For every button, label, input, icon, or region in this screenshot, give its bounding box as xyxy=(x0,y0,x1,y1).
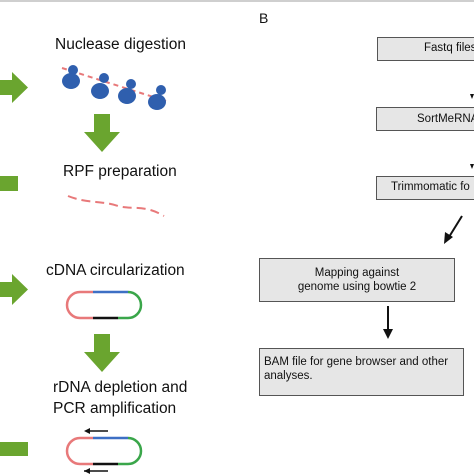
top-border xyxy=(0,0,474,2)
flow-arrow-trimmomatic-to-mapping xyxy=(444,215,463,244)
step-pcr-amplification: PCR amplification xyxy=(53,400,177,417)
mapping-box: Mapping against genome using bowtie 2 xyxy=(259,258,455,302)
bam-file-box: BAM file for gene browser and other anal… xyxy=(259,348,464,396)
primer-arrow-bottom xyxy=(84,468,108,474)
flow-arrow-mapping-to-bam xyxy=(383,306,393,339)
flow-arrow-fastq-to-sortmerna xyxy=(470,94,474,99)
bam-box-line-2: analyses. xyxy=(264,370,313,382)
fastq-box-text: Fastq files from xyxy=(424,42,474,54)
down-arrow-2 xyxy=(84,334,120,372)
cdna-circle-1 xyxy=(65,290,143,320)
panel-b-label: B xyxy=(259,10,269,26)
sortmerna-box: SortMeRNA fo xyxy=(376,107,474,131)
step-rdna-depletion: rDNA depletion and xyxy=(53,379,188,396)
trimmomatic-box-text: Trimmomatic fo xyxy=(391,181,470,193)
mapping-box-line-2: genome using bowtie 2 xyxy=(297,281,417,293)
cdna-circle-2 xyxy=(65,436,143,466)
left-arrow-1 xyxy=(0,72,28,103)
flow-arrow-sortmerna-to-trimmomatic xyxy=(470,164,474,169)
bam-box-line-1: BAM file for gene browser and other xyxy=(264,356,449,368)
trimmomatic-box: Trimmomatic fo xyxy=(376,176,474,200)
step-nuclease-digestion: Nuclease digestion xyxy=(55,36,186,53)
step-cdna-circularization: cDNA circularization xyxy=(46,262,185,279)
mapping-box-line-1: Mapping against xyxy=(314,267,400,279)
left-bar-2 xyxy=(0,176,18,191)
left-arrow-3 xyxy=(0,274,28,305)
sortmerna-box-text: SortMeRNA fo xyxy=(417,113,474,125)
rpf-fragments xyxy=(67,195,165,217)
ribosome-mrna-illustration xyxy=(61,65,167,110)
down-arrow-1 xyxy=(84,114,120,152)
step-rpf-preparation: RPF preparation xyxy=(63,163,177,180)
primer-arrow-top xyxy=(84,428,108,434)
left-arrow-4 xyxy=(0,442,28,456)
fastq-box: Fastq files from xyxy=(377,37,474,61)
